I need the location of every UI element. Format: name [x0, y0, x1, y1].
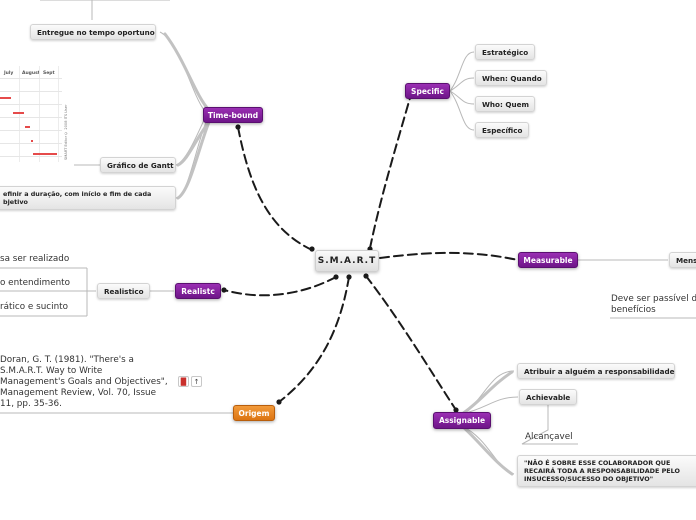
definir-line-1: efinir a duração, com início e fim de ca…	[3, 190, 152, 198]
achievable-child-alcancavel[interactable]: Alcançavel	[525, 432, 573, 442]
realistic-child-realistico[interactable]: Realistico	[97, 283, 150, 299]
gantt-bar	[31, 140, 33, 142]
assignable-quote-line-2: RECAIRÁ TODA A RESPONSABILIDADE PELO	[524, 467, 680, 475]
specific-child-estrategico[interactable]: Estratégico	[475, 44, 535, 60]
link-timebound-entregue	[159, 31, 205, 111]
link-realistico-notes	[0, 267, 96, 317]
origem-icons: █ ↑	[178, 376, 202, 387]
branch-timebound[interactable]: Time-bound	[203, 107, 263, 123]
gantt-bar	[33, 153, 57, 155]
origem-reference-line-1: Doran, G. T. (1981). "There's a	[0, 355, 134, 365]
assignable-child-atribuir[interactable]: Atribuir a alguém a responsabilidade	[517, 363, 675, 379]
link-central-timebound	[237, 126, 313, 251]
timebound-child-entregue[interactable]: Entregue no tempo oportuno	[30, 24, 156, 40]
link-top-stub	[40, 0, 170, 20]
branch-assignable[interactable]: Assignable	[433, 412, 491, 429]
gantt-bar	[13, 112, 24, 114]
link-central-assignable	[365, 275, 457, 411]
assignable-quote-line-1: "NÃO É SOBRE ESSE COLABORADOR QUE	[524, 459, 671, 467]
realistic-note-2: o entendimento	[0, 278, 71, 288]
assignable-quote[interactable]: "NÃO É SOBRE ESSE COLABORADOR QUE RECAIR…	[517, 455, 696, 487]
gantt-month-sept: Sept	[43, 71, 55, 76]
timebound-child-definir[interactable]: efinir a duração, com início e fim de ca…	[0, 186, 176, 210]
link-specific-especifico	[449, 90, 475, 131]
link-central-specific	[369, 97, 411, 249]
book-red-icon[interactable]: █	[178, 376, 189, 387]
link-timebound-gantt	[175, 119, 205, 166]
link-central-origem	[278, 276, 350, 403]
link-specific-when	[449, 77, 475, 92]
bookmark-icon[interactable]: ↑	[191, 376, 202, 387]
link-central-realistc	[223, 276, 337, 297]
measurable-note-line-2: benefícios	[611, 305, 656, 315]
gantt-bar	[25, 126, 30, 128]
origem-reference-line-5: 11, pp. 35-36.	[0, 399, 62, 409]
specific-child-especifico[interactable]: Específico	[475, 122, 529, 138]
branch-origem[interactable]: Origem	[233, 405, 275, 421]
branch-realistc[interactable]: Realistc	[175, 283, 221, 299]
link-specific-estrategico	[449, 51, 475, 92]
branch-measurable[interactable]: Measurable	[518, 252, 578, 268]
measurable-note-line-1: Deve ser passível d	[611, 294, 696, 304]
gantt-side-text: SMART Editor © 2008 ITS User	[64, 104, 68, 161]
link-achievable-alcancavel	[521, 405, 578, 445]
definir-line-2: bjetivo	[3, 198, 28, 206]
branch-specific[interactable]: Specific	[405, 83, 450, 99]
assignable-quote-line-3: INSUCESSO/SUCESSO DO OBJETIVO"	[524, 475, 654, 483]
measurable-child-mens[interactable]: Mens	[669, 252, 696, 268]
specific-child-when[interactable]: When: Quando	[475, 70, 547, 86]
link-specific-who	[449, 90, 475, 105]
origem-reference-line-3: Management's Goals and Objectives",	[0, 377, 168, 387]
specific-child-who[interactable]: Who: Quem	[475, 96, 535, 112]
timebound-child-gantt[interactable]: Gráfico de Gantt	[100, 157, 176, 173]
gantt-month-july: July	[4, 71, 14, 76]
realistic-note-3: rático e sucinto	[0, 302, 68, 312]
origem-reference-line-4: Management Review, Vol. 70, Issue	[0, 388, 157, 398]
assignable-child-achievable[interactable]: Achievable	[519, 389, 577, 405]
gantt-bar	[0, 97, 11, 99]
central-topic[interactable]: S.M.A.R.T	[315, 250, 379, 272]
link-central-measurable	[379, 251, 519, 261]
realistic-note-1: sa ser realizado	[0, 254, 70, 264]
origem-reference-line-2: S.M.A.R.T. Way to Write	[0, 366, 103, 376]
gantt-chart-image[interactable]: July August Sept SMART Editor © 2008 ITS…	[0, 58, 74, 162]
gantt-month-august: August	[22, 71, 40, 76]
